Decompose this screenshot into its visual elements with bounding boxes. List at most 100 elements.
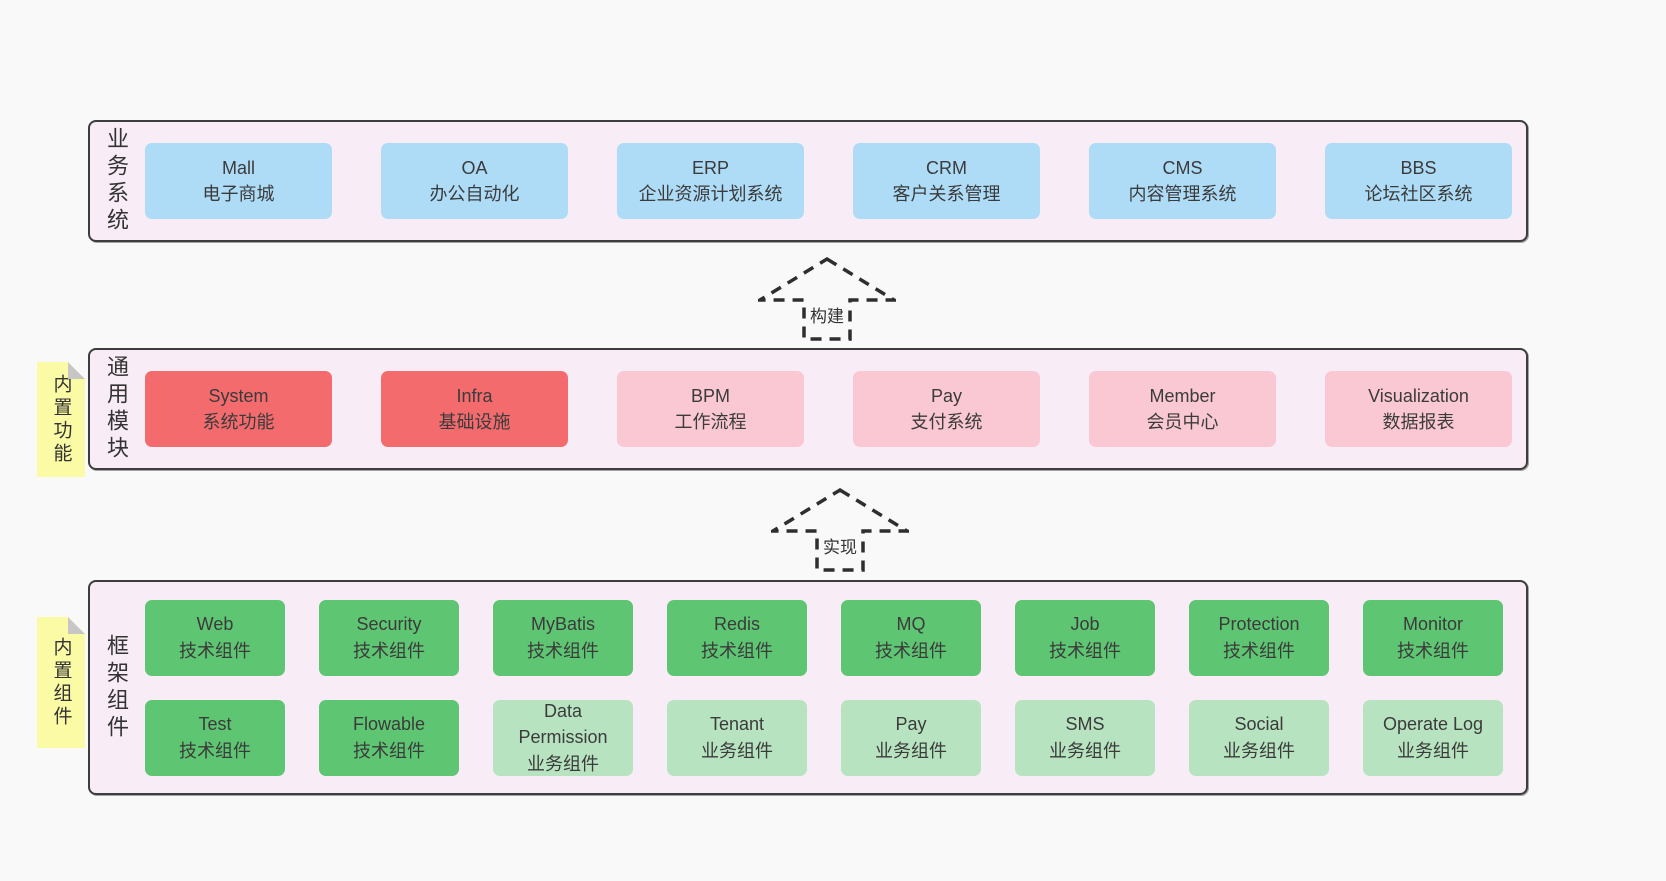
dashed-up-arrow-icon xyxy=(758,256,896,341)
box-name: ERP xyxy=(691,157,729,178)
box-desc: 技术组件 xyxy=(353,640,425,661)
business-systems-boxes: Mall 电子商城 OA 办公自动化 ERP 企业资源计划系统 CRM 客户关系管理 CMS 内容… xyxy=(145,143,1512,219)
box-crm: CRM 客户关系管理 xyxy=(853,143,1040,219)
box-infra: Infra 基础设施 xyxy=(381,371,568,447)
box-name: Pay xyxy=(930,385,963,406)
box-name: Data Permission xyxy=(518,701,608,748)
box-desc: 业务组件 xyxy=(875,740,947,761)
box-name: Monitor xyxy=(1402,614,1464,635)
box-desc: 技术组件 xyxy=(875,640,947,661)
box-desc: 技术组件 xyxy=(527,640,599,661)
box-name: Mall xyxy=(221,157,255,178)
box-desc: 客户关系管理 xyxy=(892,184,1001,204)
box-desc: 技术组件 xyxy=(179,740,251,761)
dashed-up-arrow-icon xyxy=(771,487,909,572)
box-name: MyBatis xyxy=(530,614,595,635)
sticky-tag-built-in-components: 内置组件 xyxy=(37,617,85,748)
box-desc: 办公自动化 xyxy=(429,184,520,204)
folded-corner-icon xyxy=(68,362,85,379)
box-desc: 技术组件 xyxy=(701,640,773,661)
box-row: Mall 电子商城 OA 办公自动化 ERP 企业资源计划系统 CRM 客户关系管理 CMS 内容… xyxy=(145,143,1512,219)
box-name: OA xyxy=(461,157,488,178)
box-desc: 内容管理系统 xyxy=(1128,184,1237,204)
box-mall: Mall 电子商城 xyxy=(145,143,332,219)
box-name: Flowable xyxy=(352,714,426,735)
box-oa: OA 办公自动化 xyxy=(381,143,568,219)
box-name: Test xyxy=(198,714,232,735)
box-pay-biz: Pay 业务组件 xyxy=(841,699,981,776)
box-name: Tenant xyxy=(709,714,765,735)
box-test: Test 技术组件 xyxy=(145,699,285,776)
box-desc: 系统功能 xyxy=(202,412,275,432)
box-desc: 业务组件 xyxy=(1397,740,1469,761)
box-name: Visualization xyxy=(1368,385,1469,406)
sticky-tag-label: 内置功能 xyxy=(50,373,72,466)
box-desc: 工作流程 xyxy=(674,412,747,432)
box-name: SMS xyxy=(1065,714,1105,735)
implement-arrow: 实现 xyxy=(771,487,909,573)
box-protection: Protection 技术组件 xyxy=(1189,599,1329,676)
box-name: Job xyxy=(1070,614,1100,635)
box-desc: 基础设施 xyxy=(438,412,511,432)
box-name: Security xyxy=(356,614,422,635)
box-desc: 数据报表 xyxy=(1382,412,1455,432)
box-name: Social xyxy=(1234,714,1284,735)
implement-arrow-label: 实现 xyxy=(819,531,861,560)
folded-corner-icon xyxy=(68,617,85,634)
box-desc: 技术组件 xyxy=(1049,640,1121,661)
box-name: CRM xyxy=(926,157,967,178)
box-data-permission: Data Permission 业务组件 xyxy=(493,699,633,776)
box-social: Social 业务组件 xyxy=(1189,699,1329,776)
box-name: Infra xyxy=(456,385,493,406)
sticky-tag-label: 内置组件 xyxy=(50,636,72,729)
box-name: BBS xyxy=(1400,157,1437,178)
layer-label-business-systems: 业务系统 xyxy=(104,127,129,235)
box-sms: SMS 业务组件 xyxy=(1015,699,1155,776)
box-desc: 业务组件 xyxy=(1223,740,1295,761)
box-pay: Pay 支付系统 xyxy=(853,371,1040,447)
box-erp: ERP 企业资源计划系统 xyxy=(617,143,804,219)
box-tenant: Tenant 业务组件 xyxy=(667,699,807,776)
box-cms: CMS 内容管理系统 xyxy=(1089,143,1276,219)
box-desc: 电子商城 xyxy=(202,184,275,204)
box-name: Member xyxy=(1149,385,1216,406)
box-flowable: Flowable 技术组件 xyxy=(319,699,459,776)
box-name: MQ xyxy=(896,614,926,635)
box-desc: 会员中心 xyxy=(1146,412,1219,432)
box-desc: 业务组件 xyxy=(527,753,599,774)
layer-label-common-modules: 通用模块 xyxy=(104,355,129,463)
layer-label-framework-components: 框架组件 xyxy=(104,633,129,742)
box-member: Member 会员中心 xyxy=(1089,371,1276,447)
box-name: Redis xyxy=(713,614,761,635)
box-desc: 业务组件 xyxy=(1049,740,1121,761)
build-arrow: 构建 xyxy=(758,256,896,342)
box-name: Pay xyxy=(895,714,927,735)
sticky-tag-built-in-features: 内置功能 xyxy=(37,362,85,477)
box-desc: 业务组件 xyxy=(701,740,773,761)
box-desc: 技术组件 xyxy=(179,640,251,661)
box-desc: 论坛社区系统 xyxy=(1364,184,1473,204)
box-mybatis: MyBatis 技术组件 xyxy=(493,599,633,676)
box-desc: 技术组件 xyxy=(353,740,425,761)
box-desc: 企业资源计划系统 xyxy=(638,184,783,204)
box-desc: 技术组件 xyxy=(1223,640,1295,661)
box-name: CMS xyxy=(1162,157,1203,178)
box-name: Protection xyxy=(1218,614,1300,635)
box-name: Operate Log xyxy=(1382,714,1484,735)
layer-business-systems: 业务系统 Mall 电子商城 OA 办公自动化 ERP 企业资源计划系统 CRM 客户关系管理… xyxy=(88,120,1528,242)
box-visualization: Visualization 数据报表 xyxy=(1325,371,1512,447)
box-desc: 支付系统 xyxy=(910,412,983,432)
box-redis: Redis 技术组件 xyxy=(667,599,807,676)
build-arrow-label: 构建 xyxy=(806,300,848,329)
